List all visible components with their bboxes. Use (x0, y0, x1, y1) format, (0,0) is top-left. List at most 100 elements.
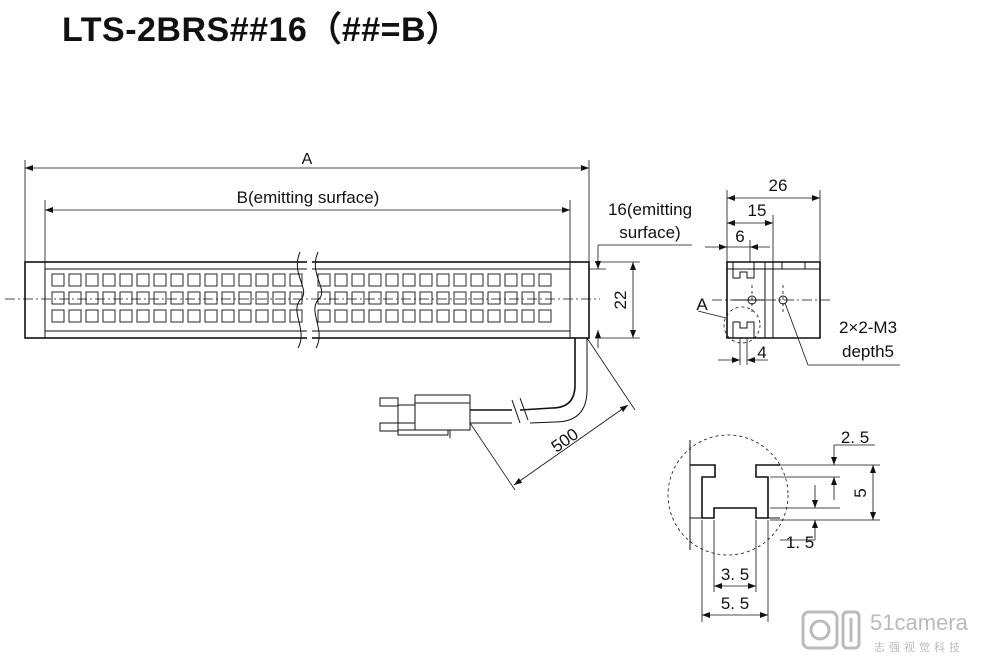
led-cell (119, 309, 133, 323)
led-cell (436, 273, 450, 287)
led-cell (334, 273, 348, 287)
led-cell (419, 291, 433, 305)
led-cell (419, 273, 433, 287)
led-cell (204, 291, 218, 305)
led-cell (102, 273, 116, 287)
led-array-left (51, 273, 303, 323)
led-cell (504, 309, 518, 323)
connector (379, 394, 471, 438)
led-cell (51, 273, 65, 287)
dim-3-5-label: 3. 5 (721, 565, 749, 584)
led-cell (255, 309, 269, 323)
dim-emitting-label: B(emitting surface) (237, 188, 380, 207)
led-cell (272, 291, 286, 305)
led-cell (153, 273, 167, 287)
led-cell (221, 309, 235, 323)
led-cell (487, 273, 501, 287)
cable-inner (529, 338, 588, 424)
led-cell (487, 309, 501, 323)
side-view: 26 15 6 A 4 (696, 176, 900, 366)
dim-5-5-label: 5. 5 (721, 594, 749, 613)
dim-5-label: 5 (851, 488, 870, 497)
led-cell (351, 291, 365, 305)
led-cell (351, 273, 365, 287)
dim-4-label: 4 (757, 343, 766, 362)
led-cell (187, 309, 201, 323)
break-line-1 (296, 251, 305, 349)
dim-1-5-label: 1. 5 (786, 533, 814, 552)
watermark: 51camera 志强视觉科技 (801, 610, 969, 654)
led-cell (385, 291, 399, 305)
led-cell (238, 309, 252, 323)
dim-2-5-label: 2. 5 (841, 428, 869, 447)
led-cell (51, 309, 65, 323)
led-cell (68, 273, 82, 287)
led-cell (136, 291, 150, 305)
led-cell (272, 273, 286, 287)
led-cell (385, 309, 399, 323)
led-cell (351, 309, 365, 323)
detail-a-circle (723, 306, 761, 344)
led-cell (453, 309, 467, 323)
dim-26-label: 26 (769, 176, 788, 195)
led-cell (85, 273, 99, 287)
led-cell (85, 291, 99, 305)
detail-view: 2. 5 5 1. 5 3. 5 5. 5 (667, 428, 880, 622)
led-cell (238, 273, 252, 287)
led-cell (289, 291, 303, 305)
led-cell (238, 291, 252, 305)
led-cell (334, 291, 348, 305)
camera-logo-icon (801, 610, 861, 650)
led-array-right (317, 273, 552, 323)
led-cell (204, 309, 218, 323)
drawing-title: LTS-2BRS##16（##=B） (62, 11, 461, 49)
led-cell (538, 273, 552, 287)
dim-15-label: 15 (748, 201, 767, 220)
led-cell (102, 291, 116, 305)
led-cell (419, 309, 433, 323)
led-cell (255, 291, 269, 305)
led-cell (272, 309, 286, 323)
led-cell (51, 291, 65, 305)
dim-emitting-width-line2: surface) (619, 223, 680, 242)
detail-a-label: A (696, 295, 708, 314)
led-cell (521, 309, 535, 323)
led-cell (187, 291, 201, 305)
led-cell (368, 309, 382, 323)
led-cell (68, 309, 82, 323)
led-cell (170, 273, 184, 287)
led-cell (470, 273, 484, 287)
led-cell (453, 273, 467, 287)
led-cell (221, 273, 235, 287)
dim-line-500 (513, 404, 629, 486)
led-cell (402, 291, 416, 305)
led-cell (153, 309, 167, 323)
led-cell (453, 291, 467, 305)
led-cell (136, 273, 150, 287)
led-cell (368, 273, 382, 287)
led-cell (289, 309, 303, 323)
led-cell (368, 291, 382, 305)
led-cell (470, 291, 484, 305)
led-cell (170, 309, 184, 323)
dim-total-label: A (302, 151, 313, 168)
bar-body-right (312, 261, 590, 339)
led-cell (255, 273, 269, 287)
led-cell (119, 273, 133, 287)
led-cell (102, 309, 116, 323)
led-cell (436, 309, 450, 323)
led-cell (487, 291, 501, 305)
led-cell (538, 291, 552, 305)
hole-spec-line2: depth5 (842, 342, 894, 361)
front-view: A B(emitting surface) (5, 151, 692, 491)
watermark-subtitle: 志强视觉科技 (874, 640, 964, 654)
led-cell (402, 309, 416, 323)
watermark-brand: 51camera (870, 610, 969, 635)
led-cell (119, 291, 133, 305)
led-cell (317, 309, 331, 323)
bar-body-left (24, 261, 307, 339)
led-cell (385, 273, 399, 287)
led-cell (136, 309, 150, 323)
dim-6-label: 6 (735, 227, 744, 246)
